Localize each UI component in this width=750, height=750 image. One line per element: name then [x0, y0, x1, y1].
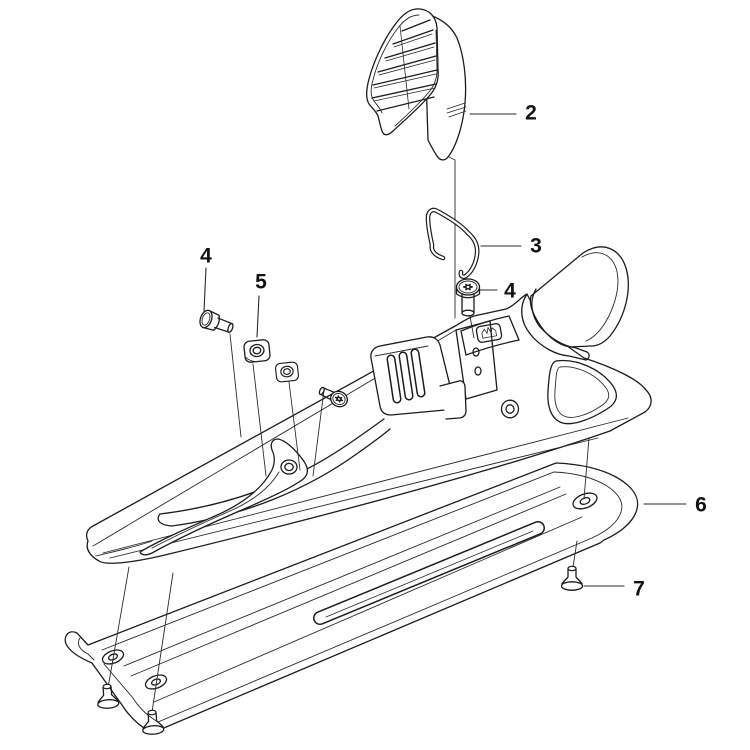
callout-2-label: 2 — [525, 101, 537, 125]
front-arch-guard — [139, 438, 309, 556]
assembly-line-screw-bl1 — [107, 566, 130, 689]
part-screw-mid — [318, 386, 348, 408]
callout-3-label: 3 — [530, 234, 542, 258]
comb-bracket — [370, 336, 467, 420]
assembly-line-screw4-left — [229, 333, 242, 438]
tube-connector — [529, 246, 629, 348]
torx-icon — [462, 283, 474, 291]
body-round-hole — [500, 399, 520, 419]
part-screw4-right — [455, 278, 481, 317]
part-main-body — [86, 246, 652, 564]
callout-7-label: 7 — [633, 577, 645, 601]
part-wire-clip — [425, 207, 480, 279]
brand-crown-logo — [475, 323, 503, 343]
clamp-strap — [521, 288, 590, 361]
rear-bracket — [455, 320, 498, 400]
logo-plateau — [460, 315, 520, 356]
assembly-line-screw-mid — [312, 389, 325, 477]
leader-4a — [203, 267, 207, 312]
assembly-line-nut5a — [252, 363, 267, 477]
part-screw7 — [560, 565, 584, 591]
saddle-curve — [159, 418, 385, 515]
baseplate-hole-right — [572, 492, 598, 510]
assembly-line-screw7 — [572, 540, 578, 568]
callout-leader-lines — [203, 113, 687, 587]
assembly-line-nut5b — [288, 381, 301, 471]
callout-4b-label: 4 — [504, 279, 516, 303]
callout-6-label: 6 — [695, 493, 707, 517]
grille-louvers — [371, 19, 438, 112]
callout-4a-label: 4 — [200, 244, 212, 268]
part-nut5-a — [243, 339, 271, 363]
callout-5-label: 5 — [255, 270, 267, 294]
assembly-line-plate-hole — [583, 437, 590, 500]
baseplate-hole-left-2 — [144, 674, 168, 690]
rear-handle-opening — [547, 359, 618, 425]
leader-5 — [256, 295, 260, 338]
torx-icon — [334, 395, 344, 403]
part-screw4-left — [199, 309, 234, 333]
part-air-vent-grille — [366, 8, 467, 161]
assembly-line-screw-bl2 — [151, 572, 174, 713]
part-nut5-b — [275, 361, 299, 383]
baseplate-slot — [313, 521, 545, 625]
part-baseplate — [64, 462, 639, 734]
